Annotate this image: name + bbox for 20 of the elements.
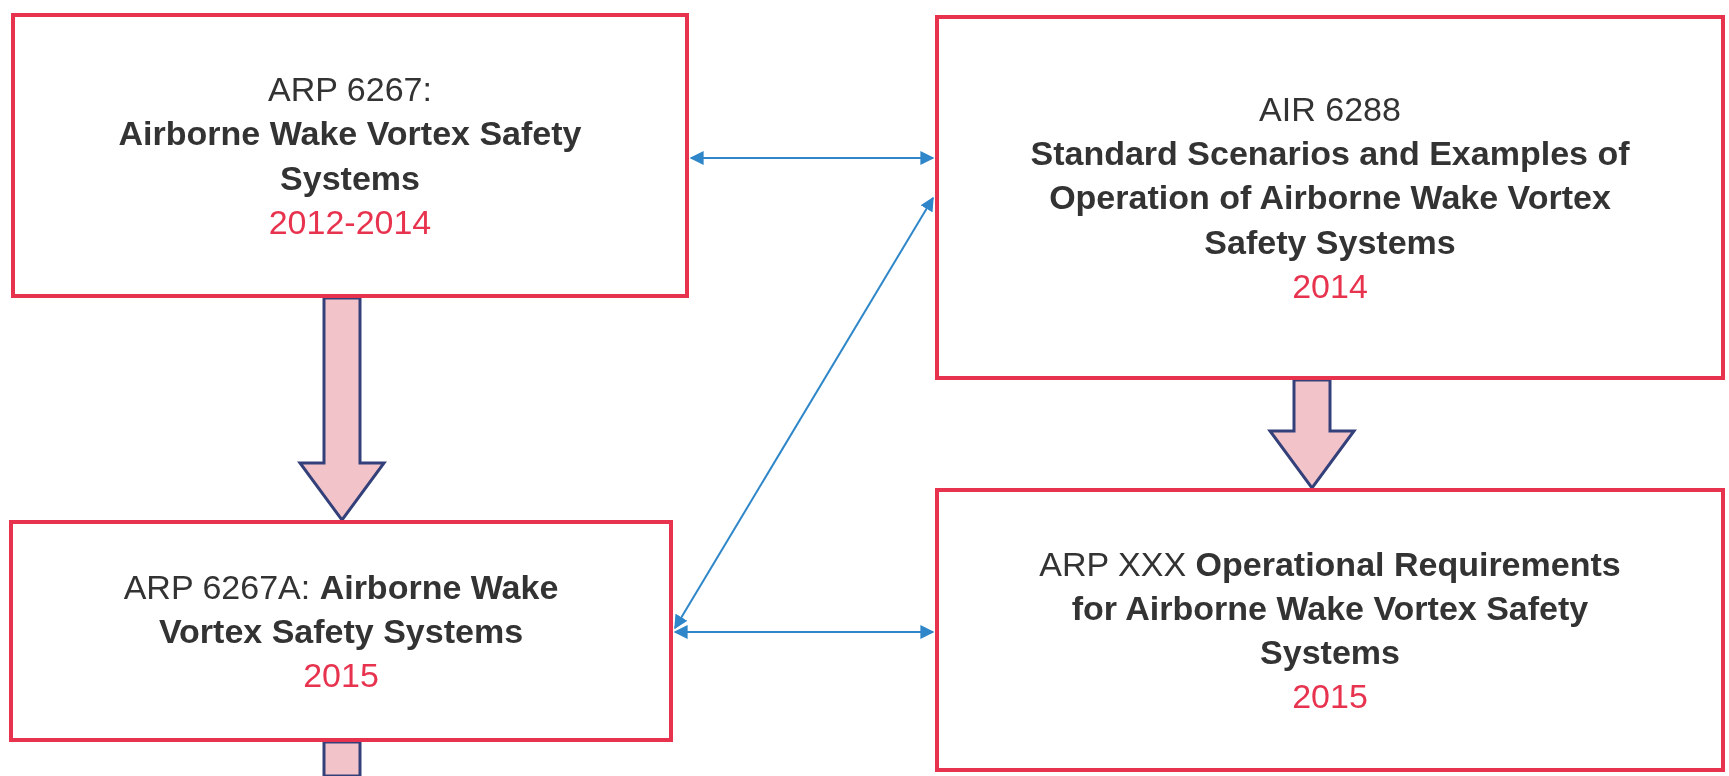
- document-box: [935, 15, 1725, 380]
- title-text: Airborne Wake Vortex Safety Systems: [117, 113, 583, 199]
- title-text: Standard Scenarios and Examples of Operation of Airborne Wake Vortex Safety Systems: [1029, 133, 1631, 263]
- arrow: [673, 625, 935, 639]
- document-title: ARP 6267A: Airborne Wake Vortex Safety Systems: [122, 566, 560, 652]
- block-arrow: [322, 740, 362, 776]
- document-box: [11, 13, 689, 298]
- document-box: [9, 520, 673, 742]
- document-title: ARP 6267:: [268, 69, 432, 111]
- block-arrow: [1267, 378, 1357, 491]
- year-text: 2015: [1292, 676, 1368, 718]
- document-title: AIR 6288: [1259, 89, 1401, 131]
- document-box: [935, 488, 1725, 772]
- arrow: [689, 151, 935, 165]
- arrow: [674, 196, 934, 630]
- block-arrow: [297, 296, 387, 523]
- document-title: ARP XXX Operational Requirements for Airborne Wake Vortex Safety Systems: [1038, 543, 1622, 673]
- year-text: 2015: [303, 655, 379, 697]
- year-text: 2012-2014: [268, 201, 432, 243]
- year-text: 2014: [1292, 265, 1368, 307]
